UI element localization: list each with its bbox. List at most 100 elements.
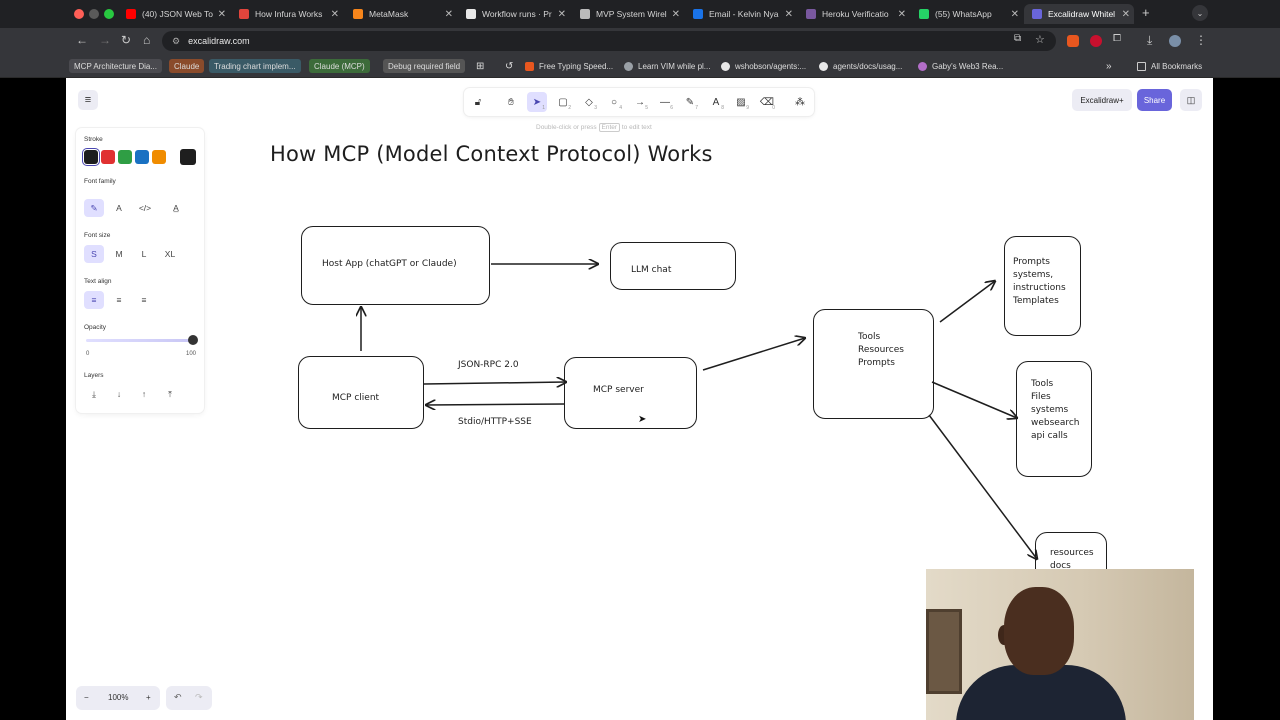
font-size-s[interactable]: S: [84, 245, 104, 263]
install-app-icon[interactable]: ⧉: [1014, 33, 1022, 44]
prompts-node[interactable]: [1004, 236, 1081, 336]
font-size-xl[interactable]: XL: [164, 249, 176, 259]
host-app-node[interactable]: [301, 226, 490, 305]
selection-tool-icon[interactable]: ➤1: [527, 92, 547, 112]
sidebar-toggle-icon[interactable]: ◫: [1180, 89, 1202, 111]
close-tab-icon[interactable]: ✕: [784, 8, 793, 20]
kebab-menu-icon[interactable]: ⋮: [1195, 33, 1207, 47]
forward-icon[interactable]: →: [99, 33, 111, 47]
stroke-swatch[interactable]: [101, 150, 115, 164]
font-more-icon[interactable]: A̲: [173, 203, 179, 213]
extension-icon[interactable]: [1067, 35, 1079, 47]
stroke-swatch[interactable]: [118, 150, 132, 164]
font-code-icon[interactable]: </>: [138, 203, 152, 213]
minimize-window-icon[interactable]: [89, 9, 99, 19]
close-window-icon[interactable]: [74, 9, 84, 19]
new-tab-icon[interactable]: +: [1142, 5, 1150, 20]
browser-tab-active[interactable]: Excalidraw Whitel✕: [1024, 4, 1134, 24]
opacity-slider-handle[interactable]: [188, 335, 198, 345]
font-size-m[interactable]: M: [115, 249, 123, 259]
close-tab-icon[interactable]: ✕: [897, 8, 906, 20]
bookmark-item[interactable]: Gaby's Web3 Rea...: [918, 59, 1003, 73]
redo-icon[interactable]: ↷: [195, 692, 203, 702]
zoom-in-icon[interactable]: +: [146, 693, 151, 702]
hand-tool-icon[interactable]: ✋︎: [508, 96, 514, 108]
all-bookmarks[interactable]: All Bookmarks: [1137, 59, 1202, 73]
stroke-swatch[interactable]: [152, 150, 166, 164]
stroke-swatch[interactable]: [84, 150, 98, 164]
close-tab-icon[interactable]: ✕: [1121, 8, 1130, 20]
close-tab-icon[interactable]: ✕: [1010, 8, 1019, 20]
close-tab-icon[interactable]: ✕: [557, 8, 566, 20]
back-icon[interactable]: ←: [76, 33, 88, 47]
bookmark-item[interactable]: Claude: [169, 59, 205, 73]
image-tool-icon[interactable]: ▨9: [736, 96, 749, 112]
reload-icon[interactable]: ↻: [121, 33, 132, 47]
browser-tab[interactable]: (40) JSON Web To✕: [126, 4, 226, 24]
bookmark-item[interactable]: Claude (MCP): [309, 59, 370, 73]
bookmark-item[interactable]: Debug required field: [383, 59, 466, 73]
browser-tab[interactable]: (55) WhatsApp✕: [919, 4, 1019, 24]
transport-label[interactable]: Stdio/HTTP+SSE: [458, 417, 532, 427]
font-size-l[interactable]: L: [141, 249, 147, 259]
send-to-back-icon[interactable]: ⤓: [92, 388, 96, 399]
close-tab-icon[interactable]: ✕: [330, 8, 339, 20]
download-icon[interactable]: ⤓: [1147, 33, 1153, 47]
opacity-slider[interactable]: [86, 339, 192, 342]
browser-tab[interactable]: How Infura Works✕: [239, 4, 339, 24]
bring-forward-icon[interactable]: ↑: [141, 389, 147, 399]
close-tab-icon[interactable]: ✕: [671, 8, 680, 20]
font-hand-drawn-icon[interactable]: ✎: [84, 199, 104, 217]
bookmark-item[interactable]: wshobson/agents:...: [721, 59, 806, 73]
home-icon[interactable]: ⌂: [143, 33, 151, 47]
json-rpc-label[interactable]: JSON-RPC 2.0: [458, 360, 519, 370]
align-left-icon[interactable]: ≡: [84, 291, 104, 309]
diagram-title[interactable]: How MCP (Model Context Protocol) Works: [270, 142, 713, 166]
main-menu-icon[interactable]: ≡: [78, 90, 98, 110]
browser-tab[interactable]: Email - Kelvin Nya✕: [693, 4, 793, 24]
address-bar[interactable]: ⚙ excalidraw.com: [162, 31, 1056, 51]
browser-tab[interactable]: MetaMask✕: [353, 4, 453, 24]
font-normal-icon[interactable]: A: [116, 203, 122, 213]
undo-icon[interactable]: ↶: [174, 692, 182, 702]
bring-to-front-icon[interactable]: ⤒: [168, 388, 172, 399]
bookmark-star-icon[interactable]: ☆: [1035, 34, 1045, 46]
zoom-level[interactable]: 100%: [108, 693, 129, 702]
close-tab-icon[interactable]: ✕: [444, 8, 453, 20]
ellipse-tool-icon[interactable]: ○4: [610, 96, 622, 112]
eraser-tool-icon[interactable]: ⌫0: [759, 96, 775, 112]
bookmark-item[interactable]: MCP Architecture Dia...: [69, 59, 162, 73]
bookmark-item[interactable]: agents/docs/usag...: [819, 59, 902, 73]
bookmark-item[interactable]: Learn VIM while pl...: [624, 59, 710, 73]
share-button[interactable]: Share: [1137, 89, 1172, 111]
avatar[interactable]: [1169, 35, 1181, 47]
extension-icon[interactable]: [1090, 35, 1102, 47]
lock-icon[interactable]: 🔓︎: [474, 96, 482, 108]
arrow-tool-icon[interactable]: →5: [635, 96, 648, 112]
apps-grid-icon[interactable]: ⊞: [476, 60, 485, 72]
browser-tab[interactable]: MVP System Wirel✕: [580, 4, 680, 24]
bookmark-item[interactable]: Free Typing Speed...: [525, 59, 613, 73]
maximize-window-icon[interactable]: [104, 9, 114, 19]
browser-tab[interactable]: Heroku Verificatio✕: [806, 4, 906, 24]
site-info-icon[interactable]: ⚙: [172, 35, 181, 46]
draw-tool-icon[interactable]: ✎7: [685, 96, 698, 112]
close-tab-icon[interactable]: ✕: [217, 8, 226, 20]
align-right-icon[interactable]: ≡: [141, 295, 147, 305]
mcp-client-node[interactable]: [298, 356, 424, 429]
send-backward-icon[interactable]: ↓: [116, 389, 122, 399]
stroke-swatch[interactable]: [135, 150, 149, 164]
align-center-icon[interactable]: ≡: [116, 295, 122, 305]
chevron-down-icon[interactable]: ⌄: [1192, 5, 1208, 21]
browser-tab[interactable]: Workflow runs · Pr✕: [466, 4, 566, 24]
extensions-puzzle-icon[interactable]: ⧠: [1113, 33, 1121, 44]
excalidraw-plus-button[interactable]: Excalidraw+: [1072, 89, 1132, 111]
llm-chat-node[interactable]: [610, 242, 736, 290]
diamond-tool-icon[interactable]: ◇3: [585, 96, 597, 112]
tools-files-node[interactable]: [1016, 361, 1092, 477]
tools-resources-prompts-node[interactable]: [813, 309, 934, 419]
line-tool-icon[interactable]: —6: [660, 96, 673, 112]
rectangle-tool-icon[interactable]: ▢2: [558, 96, 571, 112]
history-icon[interactable]: ↺: [505, 60, 514, 72]
